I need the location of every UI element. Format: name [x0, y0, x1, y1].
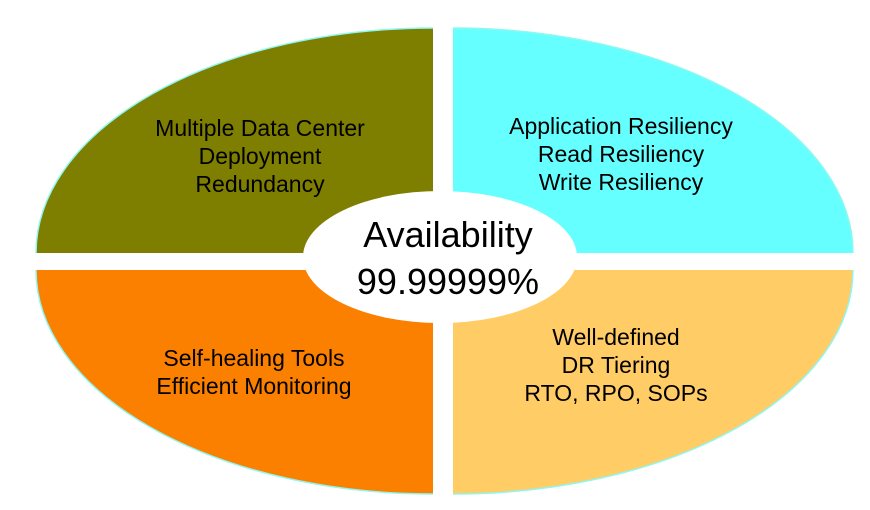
center-label: Availability 99.99999% [248, 211, 648, 305]
quadrant-label-bottom-right: Well-defined DR Tiering RTO, RPO, SOPs [456, 323, 776, 407]
label-line: Write Resiliency [538, 169, 704, 195]
quadrant-shape-top-right [453, 28, 853, 253]
center-value: 99.99999% [356, 261, 540, 302]
label-line: Application Resiliency [509, 113, 733, 139]
label-line: Self-healing Tools [163, 345, 345, 371]
center-title: Availability [363, 214, 533, 255]
label-line: RTO, RPO, SOPs [524, 380, 708, 406]
label-line: Efficient Monitoring [156, 373, 352, 399]
label-line: Read Resiliency [537, 141, 705, 167]
label-line: Redundancy [195, 171, 325, 197]
quadrant-label-top-left: Multiple Data Center Deployment Redundan… [110, 114, 410, 198]
quadrant-label-top-right: Application Resiliency Read Resiliency W… [456, 112, 786, 196]
label-line: Multiple Data Center [155, 115, 365, 141]
quadrant-arc-outline-bottom-right [452, 269, 854, 495]
quadrant-arc-outline-bottom-left [35, 269, 434, 495]
label-line: DR Tiering [561, 352, 671, 378]
quadrant-shape-top-left [36, 28, 433, 253]
quadrant-arc-outline-top-right [452, 27, 854, 254]
quadrant-shape-bottom-right [453, 270, 853, 494]
quadrant-shape-bottom-left [36, 270, 433, 494]
label-line: Deployment [198, 143, 322, 169]
quadrant-label-bottom-left: Self-healing Tools Efficient Monitoring [104, 344, 404, 400]
quadrant-arc-outline-top-left [35, 27, 434, 254]
center-ellipse [303, 191, 577, 323]
label-line: Well-defined [552, 324, 680, 350]
